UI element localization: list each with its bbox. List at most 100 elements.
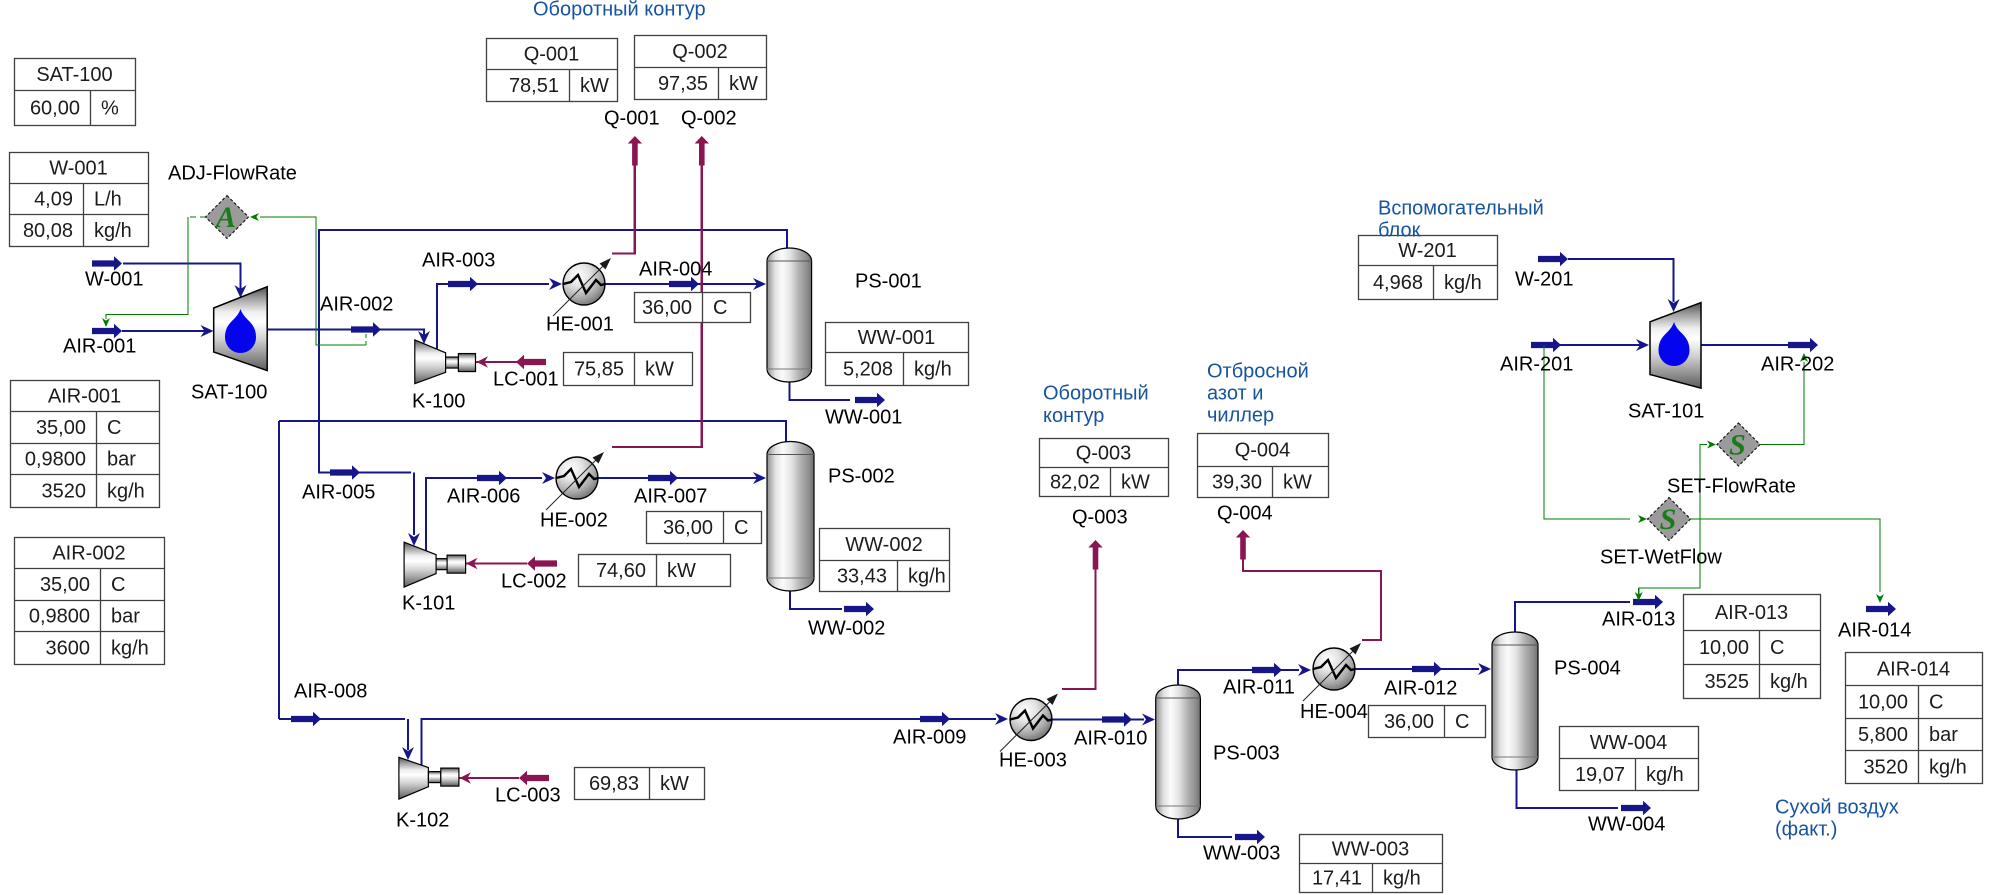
- svg-text:AIR-003: AIR-003: [422, 250, 495, 272]
- svg-text:AIR-013: AIR-013: [1602, 609, 1675, 631]
- svg-text:kW: kW: [729, 73, 758, 95]
- svg-text:Q-004: Q-004: [1217, 503, 1273, 525]
- svg-text:WW-003: WW-003: [1203, 843, 1280, 865]
- svg-text:LC-003: LC-003: [495, 785, 561, 807]
- svg-text:%: %: [101, 98, 119, 120]
- svg-text:SET-WetFlow: SET-WetFlow: [1600, 547, 1722, 569]
- svg-text:75,85: 75,85: [574, 359, 624, 381]
- svg-text:SAT-100: SAT-100: [36, 64, 112, 86]
- svg-text:bar: bar: [1929, 724, 1958, 746]
- svg-text:WW-003: WW-003: [1332, 839, 1409, 861]
- svg-text:35,00: 35,00: [36, 417, 86, 439]
- svg-text:82,02: 82,02: [1050, 472, 1100, 494]
- svg-text:3600: 3600: [46, 638, 91, 660]
- svg-text:kg/h: kg/h: [1383, 868, 1421, 890]
- svg-text:L/h: L/h: [94, 189, 122, 211]
- svg-text:Оборотный: Оборотный: [1043, 383, 1149, 405]
- svg-text:AIR-005: AIR-005: [302, 482, 375, 504]
- svg-text:AIR-011: AIR-011: [1223, 677, 1295, 699]
- svg-text:AIR-014: AIR-014: [1877, 659, 1950, 681]
- svg-text:Q-001: Q-001: [524, 44, 580, 66]
- svg-text:C: C: [1770, 637, 1784, 659]
- svg-text:kW: kW: [645, 359, 674, 381]
- svg-text:WW-004: WW-004: [1590, 732, 1667, 754]
- svg-text:AIR-006: AIR-006: [447, 486, 520, 508]
- svg-text:WW-001: WW-001: [858, 327, 935, 349]
- svg-text:PS-002: PS-002: [828, 466, 895, 488]
- svg-text:kg/h: kg/h: [94, 220, 132, 242]
- svg-text:A: A: [214, 201, 236, 234]
- svg-text:азот и: азот и: [1207, 383, 1263, 405]
- svg-text:SAT-100: SAT-100: [191, 382, 267, 404]
- svg-text:Q-004: Q-004: [1235, 440, 1291, 462]
- svg-text:HE-002: HE-002: [540, 510, 608, 532]
- svg-text:kg/h: kg/h: [1646, 764, 1684, 786]
- svg-text:Оборотный контур: Оборотный контур: [533, 0, 706, 21]
- svg-text:SET-FlowRate: SET-FlowRate: [1667, 476, 1796, 498]
- svg-text:kW: kW: [580, 75, 609, 97]
- svg-text:AIR-201: AIR-201: [1500, 354, 1573, 376]
- svg-text:Вспомогательный: Вспомогательный: [1378, 198, 1544, 220]
- svg-text:W-201: W-201: [1398, 240, 1457, 262]
- svg-text:kg/h: kg/h: [111, 638, 149, 660]
- svg-text:19,07: 19,07: [1575, 764, 1625, 786]
- svg-text:3520: 3520: [42, 481, 87, 503]
- svg-text:C: C: [734, 517, 748, 539]
- svg-text:3525: 3525: [1705, 671, 1750, 693]
- svg-text:78,51: 78,51: [509, 75, 559, 97]
- svg-text:AIR-012: AIR-012: [1384, 678, 1457, 700]
- svg-text:AIR-009: AIR-009: [893, 727, 966, 749]
- svg-text:K-102: K-102: [396, 810, 449, 832]
- svg-text:AIR-010: AIR-010: [1074, 728, 1147, 750]
- svg-text:HE-004: HE-004: [1300, 701, 1368, 723]
- svg-text:S: S: [1729, 429, 1746, 462]
- svg-text:AIR-002: AIR-002: [52, 543, 125, 565]
- svg-text:LC-002: LC-002: [501, 571, 567, 593]
- svg-text:AIR-007: AIR-007: [634, 486, 707, 508]
- svg-text:39,30: 39,30: [1212, 472, 1262, 494]
- svg-text:0,9800: 0,9800: [25, 449, 86, 471]
- svg-text:kg/h: kg/h: [1770, 671, 1808, 693]
- svg-text:bar: bar: [107, 449, 136, 471]
- svg-text:ADJ-FlowRate: ADJ-FlowRate: [168, 163, 297, 185]
- svg-text:HE-001: HE-001: [546, 314, 614, 336]
- svg-text:35,00: 35,00: [40, 574, 90, 596]
- svg-text:Q-002: Q-002: [672, 41, 728, 63]
- svg-text:Сухой воздух: Сухой воздух: [1775, 797, 1899, 819]
- svg-text:W-001: W-001: [49, 158, 108, 180]
- svg-text:kg/h: kg/h: [1929, 757, 1967, 779]
- svg-text:kW: kW: [667, 560, 696, 582]
- svg-text:AIR-013: AIR-013: [1715, 602, 1788, 624]
- svg-text:блок: блок: [1378, 220, 1421, 242]
- svg-text:контур: контур: [1043, 405, 1104, 427]
- svg-text:0,9800: 0,9800: [29, 606, 90, 628]
- svg-text:69,83: 69,83: [589, 773, 639, 795]
- svg-text:kg/h: kg/h: [908, 566, 946, 588]
- svg-text:5,800: 5,800: [1858, 724, 1908, 746]
- svg-text:AIR-002: AIR-002: [320, 294, 393, 316]
- svg-text:AIR-008: AIR-008: [294, 681, 367, 703]
- svg-text:PS-001: PS-001: [855, 271, 922, 293]
- svg-text:AIR-202: AIR-202: [1761, 354, 1834, 376]
- svg-text:WW-004: WW-004: [1588, 814, 1665, 836]
- svg-text:LC-001: LC-001: [493, 369, 559, 391]
- svg-text:C: C: [1455, 711, 1469, 733]
- svg-text:WW-002: WW-002: [808, 618, 885, 640]
- svg-text:Отбросной: Отбросной: [1207, 361, 1309, 383]
- svg-text:74,60: 74,60: [596, 560, 646, 582]
- svg-text:чиллер: чиллер: [1207, 405, 1274, 427]
- svg-text:kW: kW: [1121, 472, 1150, 494]
- svg-text:WW-001: WW-001: [825, 407, 902, 429]
- svg-text:4,09: 4,09: [34, 189, 73, 211]
- svg-text:80,08: 80,08: [23, 220, 73, 242]
- svg-text:Q-003: Q-003: [1076, 443, 1132, 465]
- svg-text:(факт.): (факт.): [1775, 819, 1837, 841]
- svg-text:97,35: 97,35: [658, 73, 708, 95]
- svg-text:AIR-004: AIR-004: [639, 259, 712, 281]
- svg-text:36,00: 36,00: [1384, 711, 1434, 733]
- svg-text:SAT-101: SAT-101: [1628, 401, 1704, 423]
- svg-text:C: C: [107, 417, 121, 439]
- svg-text:17,41: 17,41: [1312, 868, 1362, 890]
- svg-text:K-101: K-101: [402, 593, 455, 615]
- svg-text:60,00: 60,00: [30, 98, 80, 120]
